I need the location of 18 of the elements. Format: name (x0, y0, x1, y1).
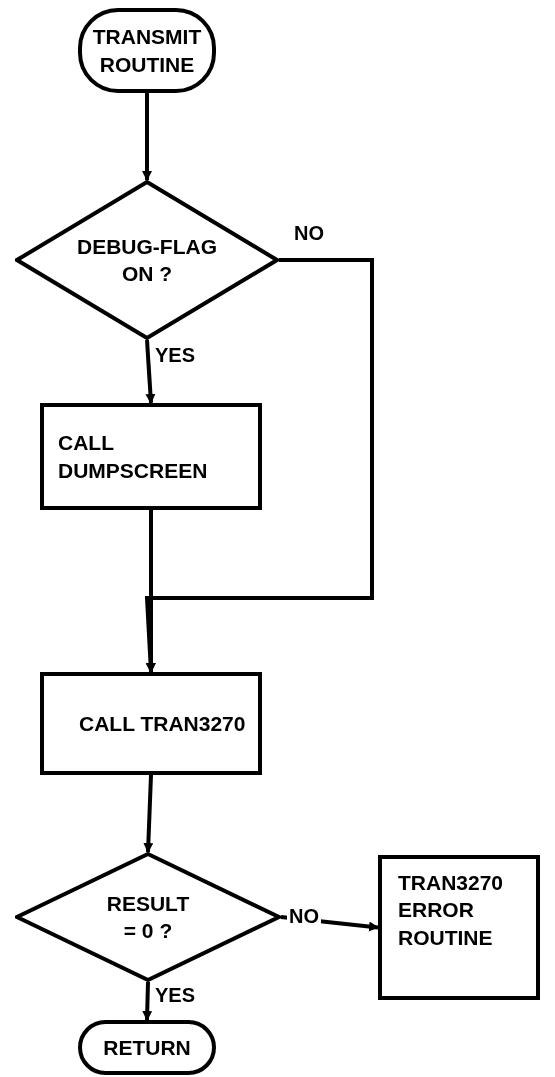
decision-diamond (15, 180, 279, 340)
process-box (378, 855, 540, 1000)
node-label: CALL TRAN3270 (79, 710, 246, 737)
flow-arrow (145, 339, 156, 404)
terminal-box (78, 1020, 216, 1075)
process-box (40, 403, 262, 510)
decision-diamond (15, 852, 281, 982)
flow-arrow (146, 510, 156, 673)
process-box (40, 672, 262, 775)
node-label: RESULT = 0 ? (105, 890, 191, 944)
node-label: DEBUG-FLAG ON ? (76, 233, 218, 287)
flow-arrow (142, 981, 153, 1021)
node-label: TRANSMIT ROUTINE (91, 24, 203, 78)
node-label: TRAN3270 ERROR ROUTINE (398, 870, 505, 951)
node-label: CALL DUMPSCREEN (58, 430, 209, 484)
flow-arrow (143, 774, 154, 853)
flow-arrow (142, 93, 152, 181)
node-label: RETURN (102, 1034, 192, 1061)
